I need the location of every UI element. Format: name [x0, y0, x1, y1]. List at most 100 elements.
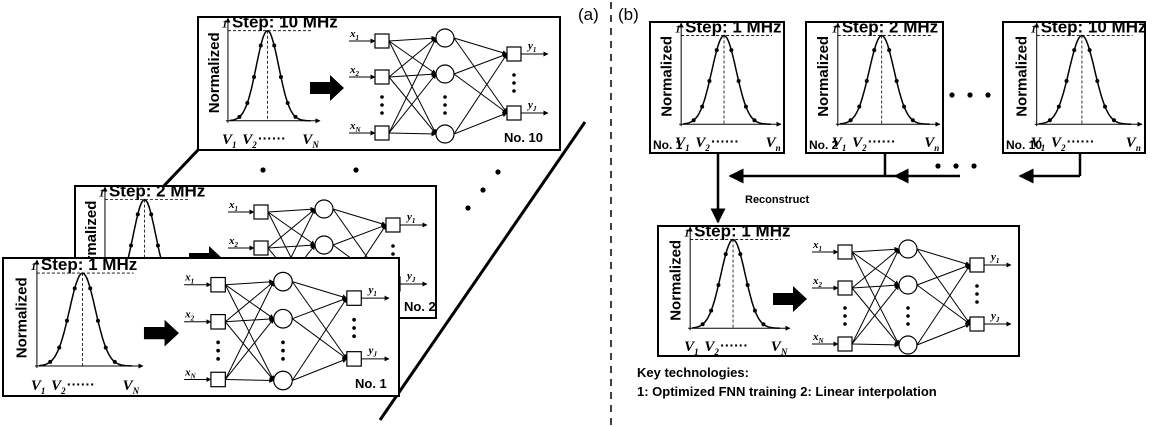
connection — [332, 208, 387, 227]
sample-point — [1047, 118, 1052, 123]
input-node — [253, 204, 269, 220]
ellipsis-dot — [975, 300, 979, 304]
output-label: yJ — [526, 99, 537, 113]
output-node — [385, 217, 401, 233]
sample-point — [729, 48, 734, 53]
input-node — [837, 244, 853, 260]
card-number: No. 2 — [809, 138, 839, 152]
y-axis-label: Normalized — [14, 277, 31, 358]
sample-point — [278, 74, 283, 79]
hidden-node — [435, 124, 455, 144]
gaussian-curve — [1038, 34, 1132, 125]
sample-point — [135, 212, 140, 217]
sample-point — [64, 318, 69, 323]
gaussian-curve — [839, 34, 930, 125]
connection — [851, 248, 900, 289]
ellipsis-dot — [281, 357, 285, 361]
connection — [225, 377, 275, 383]
sample-point — [1103, 104, 1108, 109]
ellipsis-dot — [512, 81, 516, 85]
connection — [267, 206, 316, 213]
x-label-dots: ······ — [868, 133, 896, 149]
hidden-node — [314, 235, 334, 255]
ellipsis-dot — [216, 357, 220, 361]
input-node — [837, 336, 853, 352]
connection — [851, 282, 900, 289]
connection — [292, 297, 348, 320]
sample-point — [285, 100, 290, 105]
connection — [916, 248, 971, 325]
hidden-node — [435, 64, 455, 84]
x-label-v1: V1 — [675, 135, 690, 153]
connection — [292, 281, 348, 300]
ellipsis-dot — [260, 167, 266, 173]
sample-point — [743, 104, 748, 109]
ellipsis-dot — [281, 348, 285, 353]
input-label: xN — [349, 120, 362, 134]
x-label-dots: ······ — [711, 133, 739, 149]
connection — [916, 264, 971, 286]
sample-point — [707, 79, 712, 84]
sample-point — [252, 74, 257, 79]
input-node — [253, 240, 269, 256]
card-frame — [805, 21, 944, 154]
step-label: Step: 2 MHz — [842, 17, 938, 36]
sample-point — [293, 114, 298, 119]
y-axis-label: Normalized — [659, 36, 676, 117]
hidden-node — [898, 275, 918, 295]
sample-point — [738, 252, 743, 257]
connection — [851, 287, 900, 346]
hidden-node — [273, 308, 293, 329]
connection — [292, 358, 348, 381]
connection — [388, 131, 437, 137]
connection — [851, 284, 900, 345]
x-label-v2: V2 — [1051, 135, 1066, 153]
arrows-ellipsis — [935, 163, 977, 169]
sample-point — [48, 359, 53, 364]
sample-point — [1072, 48, 1077, 53]
transform-arrow — [773, 286, 807, 312]
reconstruct-arrows — [710, 153, 1082, 224]
input-label: xN — [812, 331, 825, 345]
input-node — [210, 276, 226, 293]
connection — [291, 281, 348, 360]
input-label: x1 — [349, 28, 359, 42]
gaussian-curve — [692, 238, 780, 329]
x-label-vn: VN — [771, 339, 788, 357]
connection — [225, 281, 275, 323]
sample-point — [72, 286, 77, 291]
cards-ellipsis — [949, 92, 991, 98]
connection — [224, 281, 275, 380]
y-axis-label: Normalized — [668, 240, 685, 321]
step-label: Step: 1 MHz — [685, 17, 781, 36]
ellipsis-dot — [353, 167, 359, 173]
key-technologies-title: Key technologies: — [637, 365, 749, 380]
sample-point — [129, 243, 134, 248]
connection — [851, 251, 900, 346]
panel-label-a: (a) — [578, 5, 599, 24]
ellipsis-dot — [352, 317, 356, 322]
gaussian-curve — [229, 29, 311, 122]
ellipsis-dot — [975, 284, 979, 288]
sample-point — [95, 318, 100, 323]
hidden-node — [273, 271, 293, 292]
ellipsis-dot — [443, 103, 447, 107]
hidden-node — [314, 199, 334, 219]
x-label-vn: VN — [123, 378, 140, 396]
x-label-vn: Vn — [766, 135, 781, 153]
connection — [453, 37, 508, 114]
gaussian-curve — [683, 34, 771, 125]
sample-point — [1056, 104, 1061, 109]
input-node — [837, 280, 853, 296]
connection — [916, 248, 971, 267]
connection — [851, 248, 900, 345]
sample-point — [149, 212, 154, 217]
connection — [388, 37, 437, 134]
input-node — [210, 371, 226, 388]
